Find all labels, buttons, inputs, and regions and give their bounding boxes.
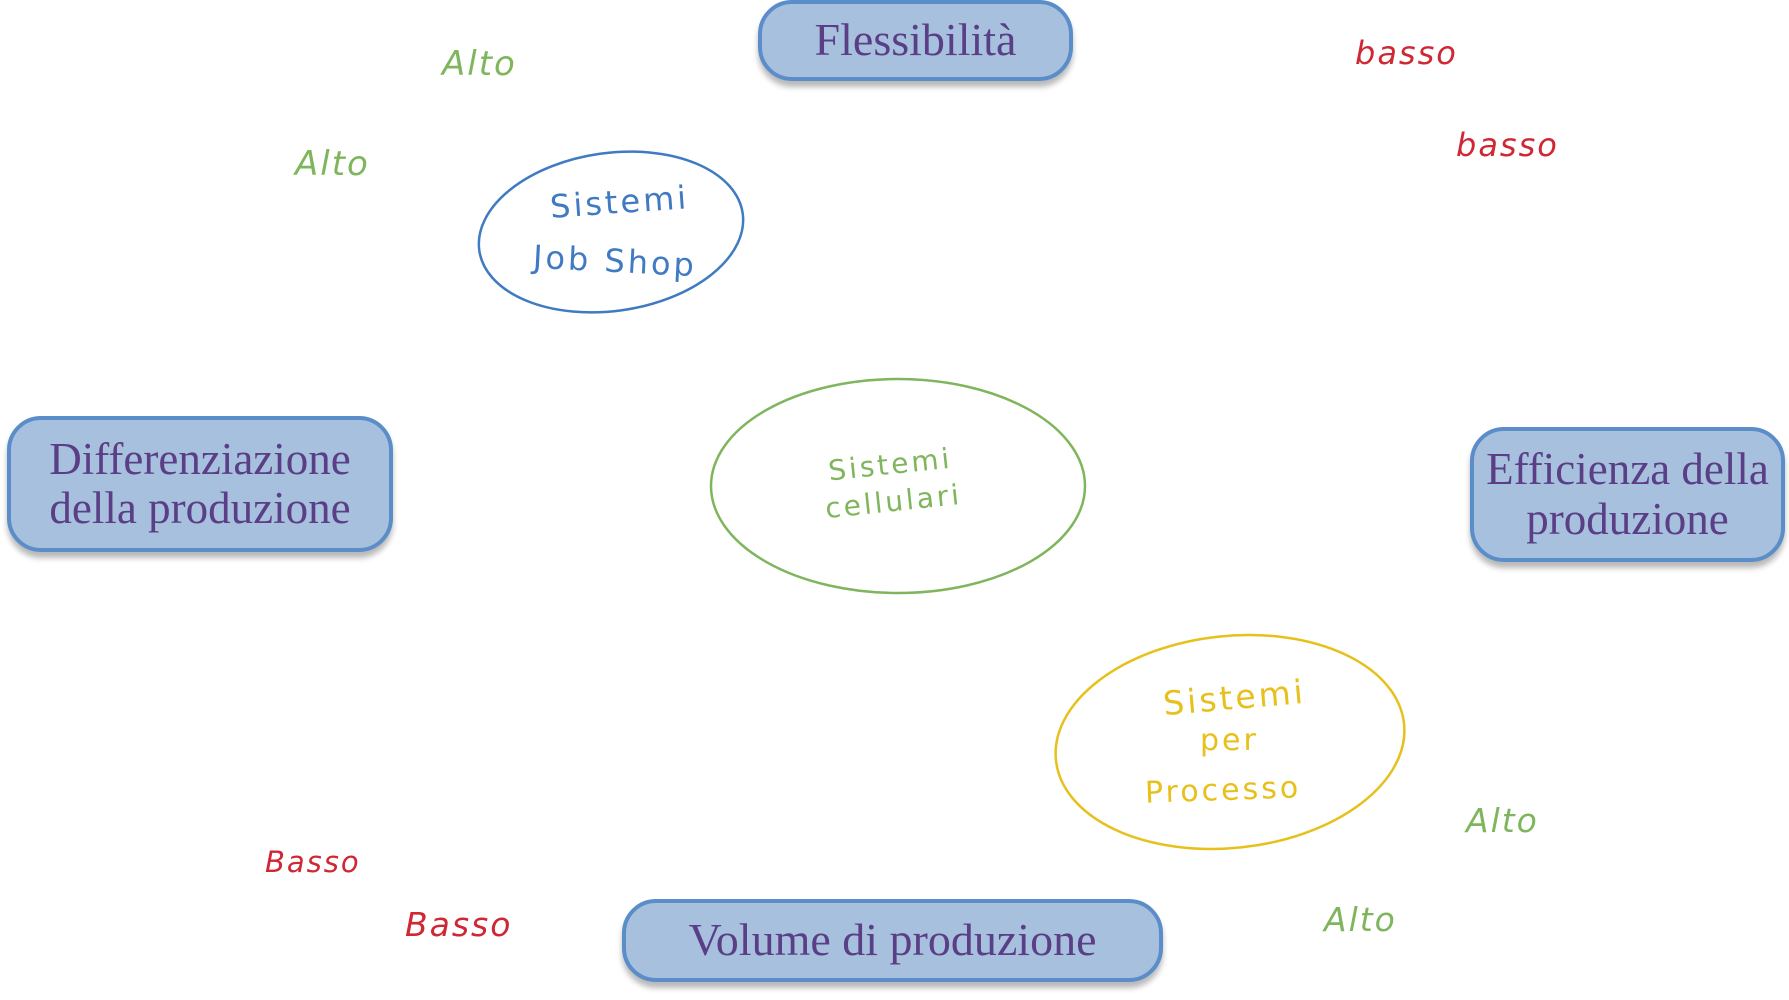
job-shop-ellipse — [477, 150, 745, 314]
processo-text-line2: per — [1200, 723, 1259, 758]
flessibilita-basso-label: basso — [1355, 34, 1458, 72]
flessibilita-label: Flessibilità — [814, 14, 1017, 66]
efficienza-label-line1: Efficienza della — [1486, 444, 1769, 494]
efficienza-label-line2: produzione — [1526, 493, 1729, 544]
differenziazione-label-line1: Differenziazione — [49, 433, 351, 484]
efficienza-alto-label: Alto — [1466, 801, 1539, 840]
cellulari-ellipse — [709, 377, 1087, 595]
differenziazione-alto-label: Alto — [295, 144, 370, 184]
differenziazione-label-line2: della produzione — [49, 483, 351, 533]
differenziazione-box: Differenziazione della produzione — [7, 416, 393, 552]
efficienza-basso-label: Basso — [265, 845, 361, 879]
flessibilita-box: Flessibilità — [758, 0, 1073, 81]
volume-label: Volume di produzione — [688, 914, 1097, 966]
differenziazione-basso-label: basso — [1456, 126, 1559, 164]
volume-alto-label: Alto — [1324, 900, 1397, 939]
flessibilita-alto-label: Alto — [442, 44, 517, 84]
volume-box: Volume di produzione — [622, 899, 1163, 982]
volume-basso-label: Basso — [405, 905, 513, 944]
efficienza-box: Efficienza della produzione — [1470, 427, 1785, 562]
processo-ellipse — [1054, 633, 1406, 851]
processo-text-line3: Processo — [1144, 770, 1302, 811]
